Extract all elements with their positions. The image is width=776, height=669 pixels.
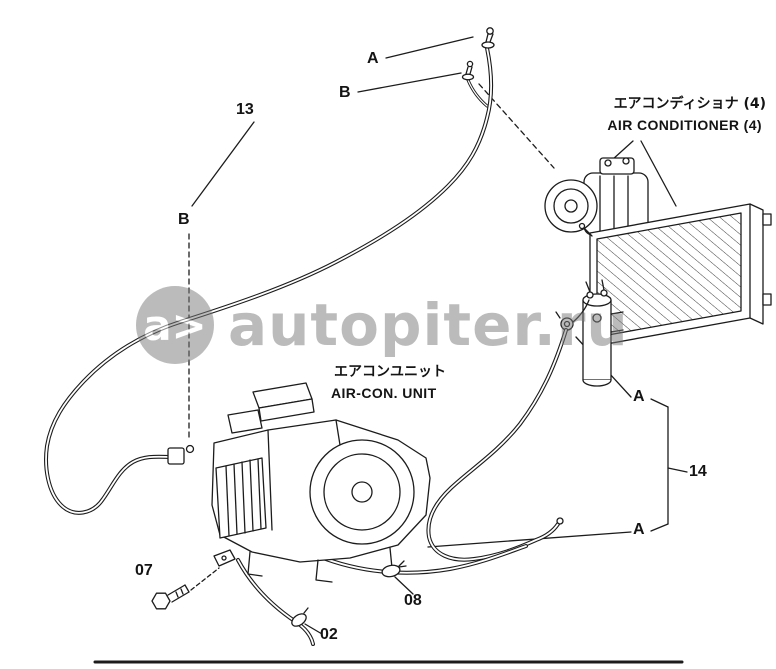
callout-part-08: 08 bbox=[404, 592, 422, 609]
hose-assembly-13 bbox=[44, 46, 494, 515]
compressor bbox=[544, 157, 649, 236]
bottom-hose bbox=[316, 544, 528, 575]
callout-b-top: B bbox=[339, 84, 351, 101]
callout-a-right-upper: A bbox=[633, 388, 645, 405]
callout-a-top: A bbox=[367, 50, 379, 67]
callout-part-14: 14 bbox=[689, 463, 707, 480]
aircon-unit-label-jp: エアコンユニット bbox=[334, 364, 446, 380]
hose-02 bbox=[236, 558, 315, 646]
clamp-08 bbox=[381, 560, 405, 578]
callout-a-right-lower: A bbox=[633, 521, 645, 538]
hvac-unit bbox=[211, 382, 431, 583]
service-valve-b bbox=[461, 60, 475, 81]
callout-part-02: 02 bbox=[320, 626, 338, 643]
callout-part-07: 07 bbox=[135, 562, 153, 579]
receiver-drier bbox=[582, 279, 624, 387]
air-conditioner-label-en: AIR CONDITIONER (4) bbox=[607, 117, 762, 133]
callout-part-13: 13 bbox=[236, 101, 254, 118]
bolt-07 bbox=[151, 584, 190, 610]
air-conditioner-label-jp: エアコンディショナ (4) bbox=[613, 96, 766, 112]
callout-b-mid: B bbox=[178, 211, 190, 228]
aircon-unit-label-en: AIR-CON. UNIT bbox=[331, 385, 437, 401]
union-fitting bbox=[555, 299, 590, 331]
clamp-02 bbox=[291, 607, 309, 627]
hose-assembly-14 bbox=[426, 328, 568, 562]
service-valve-a bbox=[481, 27, 495, 49]
condenser bbox=[578, 203, 772, 348]
